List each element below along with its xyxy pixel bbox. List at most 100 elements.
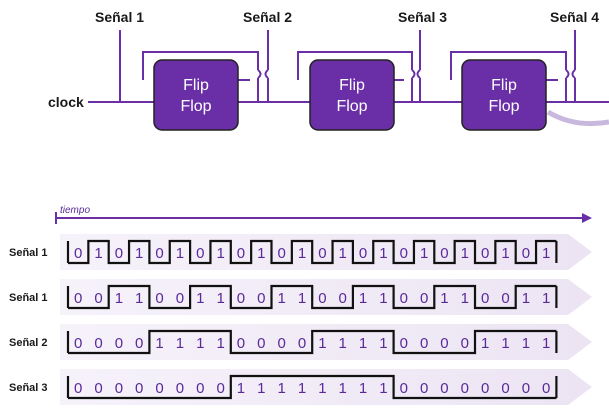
bit-value: 0 xyxy=(196,245,204,262)
bit-value: 1 xyxy=(461,245,469,262)
bit-value: 0 xyxy=(522,245,530,262)
bit-value: 0 xyxy=(74,290,82,307)
bit-value: 1 xyxy=(257,380,265,397)
bit-value: 1 xyxy=(278,290,286,307)
flipflop-2: Flip Flop xyxy=(309,59,395,131)
bit-value: 0 xyxy=(94,380,102,397)
bit-value: 0 xyxy=(420,335,428,352)
bit-value: 0 xyxy=(400,335,408,352)
bit-value: 0 xyxy=(400,245,408,262)
bit-value: 1 xyxy=(359,290,367,307)
time-arrow-head xyxy=(582,213,592,223)
bit-value: 1 xyxy=(298,290,306,307)
signal-1-label: Señal 1 xyxy=(95,9,144,25)
bit-value: 0 xyxy=(278,335,286,352)
bit-value: 0 xyxy=(115,245,123,262)
bit-value: 0 xyxy=(440,380,448,397)
bit-value: 1 xyxy=(359,380,367,397)
bit-value: 1 xyxy=(176,335,184,352)
row-label: Señal 3 xyxy=(9,382,48,394)
flipflop-2-line2: Flop xyxy=(336,98,367,115)
waveform xyxy=(66,329,558,355)
bit-value: 1 xyxy=(339,245,347,262)
bit-value: 0 xyxy=(501,290,509,307)
bit-value: 0 xyxy=(74,335,82,352)
bit-value: 1 xyxy=(542,335,550,352)
bit-value: 0 xyxy=(176,290,184,307)
bit-value: 0 xyxy=(237,290,245,307)
bit-value: 1 xyxy=(501,335,509,352)
signal-3-label: Señal 3 xyxy=(398,9,447,25)
bit-value: 1 xyxy=(461,290,469,307)
bit-value: 0 xyxy=(400,380,408,397)
waveform xyxy=(66,374,558,400)
waveform xyxy=(66,284,558,310)
bit-value: 0 xyxy=(115,380,123,397)
bit-value: 0 xyxy=(216,380,224,397)
bit-value: 0 xyxy=(115,335,123,352)
bit-value: 0 xyxy=(461,380,469,397)
bit-value: 1 xyxy=(115,290,123,307)
bit-value: 0 xyxy=(522,380,530,397)
bit-value: 1 xyxy=(257,245,265,262)
bit-value: 0 xyxy=(155,380,163,397)
flipflop-2-line1: Flip xyxy=(339,77,365,94)
bit-value: 0 xyxy=(176,380,184,397)
waveform xyxy=(66,239,558,265)
bit-value: 1 xyxy=(278,380,286,397)
signal-2-label: Señal 2 xyxy=(243,9,292,25)
bit-value: 1 xyxy=(522,290,530,307)
bit-value: 0 xyxy=(155,245,163,262)
bit-value: 1 xyxy=(420,245,428,262)
bit-value: 1 xyxy=(542,245,550,262)
bit-value: 1 xyxy=(216,290,224,307)
bit-value: 1 xyxy=(196,335,204,352)
bit-value: 1 xyxy=(339,335,347,352)
time-axis: tiempo xyxy=(55,205,592,224)
flipflop-1-line2: Flop xyxy=(180,98,211,115)
row-label: Señal 2 xyxy=(9,337,48,349)
bit-value: 0 xyxy=(278,245,286,262)
bit-value: 0 xyxy=(461,335,469,352)
signal-4-label: Señal 4 xyxy=(550,9,599,25)
bit-value: 0 xyxy=(196,380,204,397)
bit-value: 1 xyxy=(379,335,387,352)
bit-value: 0 xyxy=(94,335,102,352)
bit-value: 0 xyxy=(135,335,143,352)
bit-value: 0 xyxy=(481,245,489,262)
bit-value: 0 xyxy=(257,290,265,307)
bit-value: 1 xyxy=(216,245,224,262)
flipflop-3-line2: Flop xyxy=(488,98,519,115)
bit-value: 1 xyxy=(298,380,306,397)
bit-value: 1 xyxy=(542,290,550,307)
bit-value: 1 xyxy=(135,290,143,307)
bit-value: 0 xyxy=(339,290,347,307)
bit-value: 0 xyxy=(400,290,408,307)
bit-value: 0 xyxy=(94,290,102,307)
bit-value: 1 xyxy=(379,380,387,397)
bit-value: 0 xyxy=(135,380,143,397)
bit-value: 0 xyxy=(237,335,245,352)
bit-value: 1 xyxy=(318,335,326,352)
bit-value: 1 xyxy=(501,245,509,262)
bit-value: 1 xyxy=(135,245,143,262)
row-arrow-band xyxy=(60,234,592,270)
bit-value: 0 xyxy=(501,380,509,397)
row-arrow-band xyxy=(60,369,592,405)
bit-value: 1 xyxy=(379,245,387,262)
time-label: tiempo xyxy=(60,205,90,216)
flipflop-3-line1: Flip xyxy=(491,77,517,94)
bit-value: 1 xyxy=(339,380,347,397)
bit-value: 0 xyxy=(481,290,489,307)
bit-value: 1 xyxy=(237,380,245,397)
bit-value: 0 xyxy=(359,245,367,262)
bit-value: 0 xyxy=(440,245,448,262)
bit-value: 0 xyxy=(420,380,428,397)
row-arrow-band xyxy=(60,279,592,315)
